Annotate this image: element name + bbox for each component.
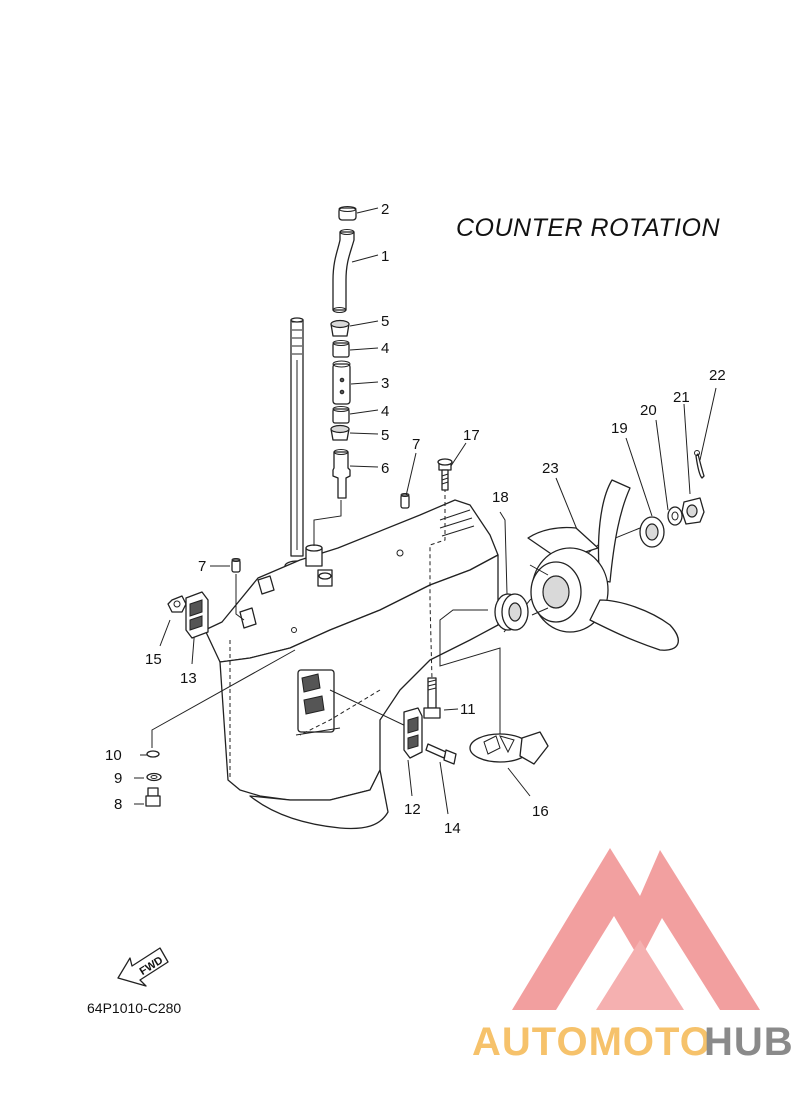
callout-4-lower: 4 <box>381 403 389 420</box>
callout-15: 15 <box>145 651 162 668</box>
callout-19: 19 <box>611 420 628 437</box>
anode-part-13 <box>185 591 209 639</box>
callout-12: 12 <box>404 801 421 818</box>
callout-11: 11 <box>460 701 476 718</box>
bolt-part-11 <box>423 677 441 719</box>
grommet-part-2 <box>338 207 357 221</box>
watermark-text-automoto: AUTOMOTO <box>472 1020 712 1064</box>
anode-part-12 <box>403 707 423 759</box>
bolt-part-14 <box>425 743 457 765</box>
pin-part-7-left <box>231 558 241 573</box>
callout-7-left: 7 <box>198 558 206 575</box>
automotohub-watermark: AUTOMOTO HUB <box>472 1020 794 1064</box>
callout-6: 6 <box>381 460 389 477</box>
pin-part-7-right <box>400 493 410 509</box>
nut-part-15 <box>167 595 187 613</box>
callout-21: 21 <box>673 389 690 406</box>
callout-14: 14 <box>444 820 461 837</box>
nut-part-21 <box>681 497 705 525</box>
callout-7-right: 7 <box>412 436 420 453</box>
callout-10: 10 <box>105 747 122 764</box>
trim-tab-part-16 <box>469 731 549 765</box>
washer-part-9 <box>146 772 162 782</box>
watermark-text-hub: HUB <box>704 1020 794 1064</box>
callout-4-upper: 4 <box>381 340 389 357</box>
callout-13: 13 <box>180 670 197 687</box>
grommet-part-4-lower <box>332 408 350 424</box>
water-tube-part-6 <box>332 451 351 499</box>
grommet-part-4-upper <box>332 342 350 358</box>
callout-18: 18 <box>492 489 509 506</box>
water-tube-assembly <box>330 206 357 499</box>
callout-23: 23 <box>542 460 559 477</box>
bolt-part-8 <box>145 787 161 807</box>
callout-5-upper: 5 <box>381 313 389 330</box>
lower-casing <box>204 499 499 830</box>
leader-lines <box>134 207 717 815</box>
callout-labels: 2 1 5 4 3 4 5 6 7 7 8 9 10 11 12 13 14 1… <box>105 201 726 837</box>
propeller-part-23 <box>527 479 679 651</box>
drive-shaft <box>284 317 310 572</box>
spacer-part-18 <box>494 593 529 631</box>
fwd-arrow-icon: FWD <box>117 947 169 987</box>
callout-1: 1 <box>381 248 389 265</box>
cotter-pin-part-22 <box>694 450 705 479</box>
drawing-code: 64P1010-C280 <box>87 1000 181 1016</box>
callout-9: 9 <box>114 770 122 787</box>
callout-3: 3 <box>381 375 389 392</box>
water-tube-part-3 <box>332 363 351 405</box>
callout-5-lower: 5 <box>381 427 389 444</box>
callout-22: 22 <box>709 367 726 384</box>
callout-20: 20 <box>640 402 657 419</box>
bolt-part-17 <box>437 458 453 491</box>
washer-part-10 <box>146 750 160 758</box>
callout-8: 8 <box>114 796 122 813</box>
washer-part-20 <box>667 506 683 526</box>
automotohub-logo <box>512 848 760 1010</box>
callout-16: 16 <box>532 803 549 820</box>
thrust-washer-part-19 <box>639 516 665 548</box>
callout-2: 2 <box>381 201 389 218</box>
callout-17: 17 <box>463 427 480 444</box>
diagram-title: COUNTER ROTATION <box>456 214 720 242</box>
water-tube-part-1 <box>332 231 355 311</box>
